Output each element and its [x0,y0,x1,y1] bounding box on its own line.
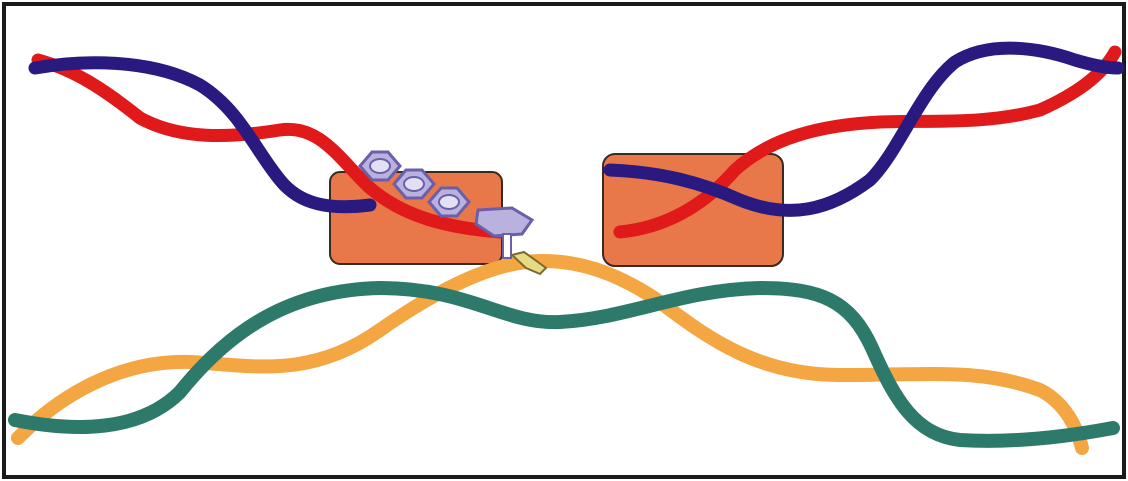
connector-stem [503,234,511,258]
hexagon-ring-1-inner [370,159,390,173]
hexagon-ring-3-inner [439,195,459,209]
hexagon-ring-2-inner [404,177,424,191]
